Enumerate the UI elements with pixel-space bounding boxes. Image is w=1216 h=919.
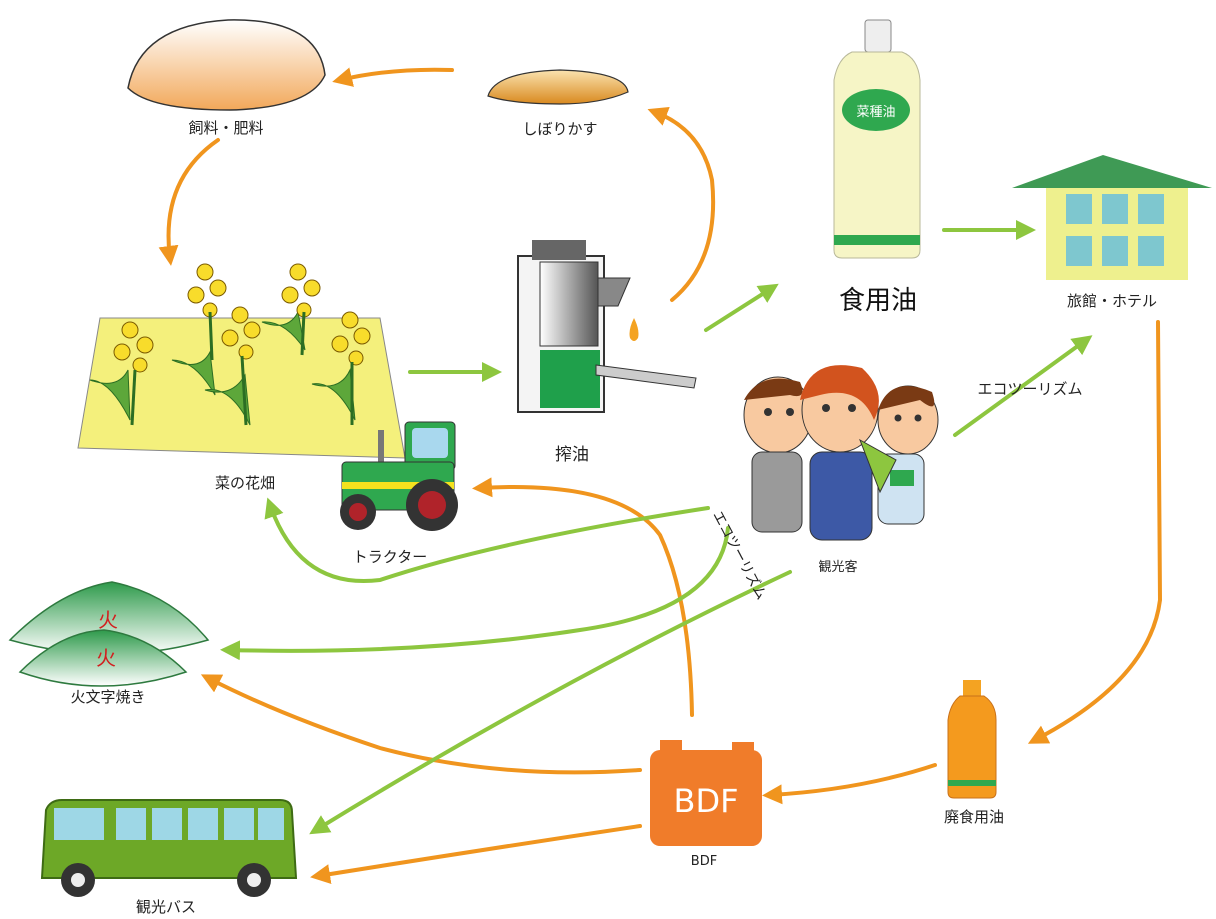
cooking-oil-label: 食用油 — [838, 286, 918, 316]
feed-fertilizer-icon — [127, 19, 326, 111]
cooking-oil-bottle-icon — [833, 19, 921, 259]
arrow-bdf-to-tractor — [472, 477, 694, 717]
arrow-press-to-oil — [704, 283, 779, 332]
waste-oil-label: 廃食用油 — [943, 808, 1005, 826]
bdf-can-label: BDF — [673, 782, 739, 820]
tourists-icon — [743, 365, 939, 541]
arrow-tourists-to-field — [264, 497, 710, 583]
arrow-press-to-cake — [647, 106, 716, 302]
hotel-label: 旅館・ホテル — [1066, 292, 1158, 310]
ecotourism-label-horizontal: エコツーリズム — [977, 380, 1083, 398]
arrow-bdf-to-bonfire — [200, 674, 642, 775]
bottle-label: 菜種油 — [856, 105, 896, 120]
orange-flow-arrows — [158, 67, 1163, 884]
arrow-wasteoil-to-bdf — [762, 763, 937, 805]
press-cake-label: しぼりかす — [522, 120, 598, 138]
arrow-cake-to-feed — [332, 67, 454, 87]
waste-oil-bottle-icon — [947, 680, 997, 799]
fire-character-bottom: 火 — [96, 646, 116, 670]
bdf-label: BDF — [690, 854, 718, 869]
press-cake-icon — [487, 69, 629, 105]
arrow-tourists-to-bonfire — [220, 526, 730, 661]
bdf-can-icon — [650, 740, 762, 846]
bonfire-mountain-icon — [8, 581, 210, 687]
arrow-bdf-to-bus — [310, 824, 642, 884]
tour-bus-label: 観光バス — [135, 898, 197, 916]
rapeseed-field-icon — [77, 263, 406, 459]
tractor-label: トラクター — [352, 548, 428, 566]
hotel-icon — [1012, 155, 1212, 280]
bonfire-label: 火文字焼き — [70, 688, 146, 706]
feed-fertilizer-label: 飼料・肥料 — [188, 119, 264, 137]
rapeseed-field-label: 菜の花畑 — [214, 474, 276, 492]
green-flow-arrows — [220, 220, 1093, 835]
tour-bus-icon — [40, 799, 298, 897]
oil-press-label: 搾油 — [555, 445, 589, 465]
arrow-tourists-to-bus — [309, 570, 792, 835]
tourists-label: 観光客 — [818, 560, 858, 575]
arrow-tourists-to-hotel — [953, 335, 1093, 437]
oil-press-icon — [517, 240, 697, 413]
tractor-icon — [340, 421, 458, 531]
arrow-feed-to-field — [158, 138, 220, 266]
fire-character-top: 火 — [98, 608, 118, 632]
arrow-hotel-to-wasteoil — [1027, 320, 1163, 744]
